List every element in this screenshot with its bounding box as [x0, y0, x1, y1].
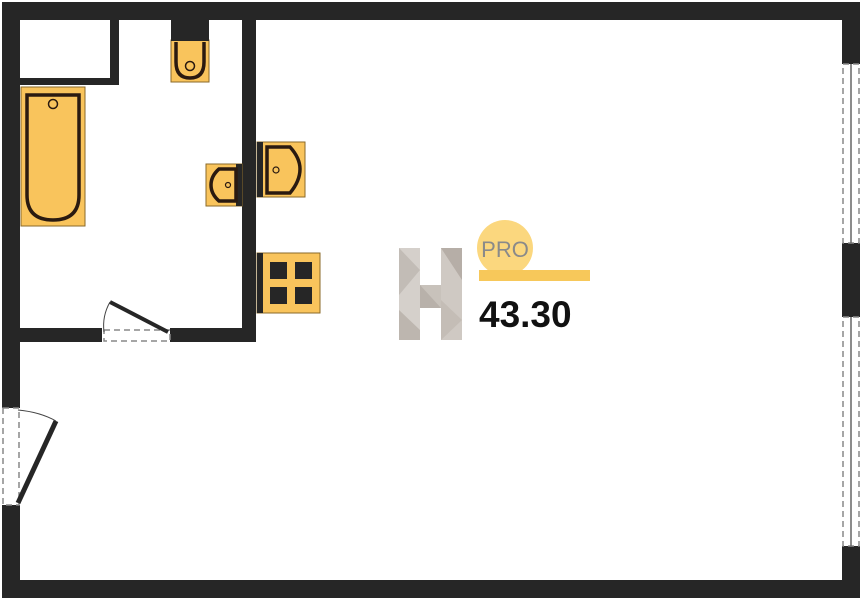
bathtub — [20, 86, 86, 227]
window-top — [842, 63, 860, 244]
pro-badge: PRO — [477, 220, 590, 281]
stove — [256, 252, 321, 314]
window-bottom — [842, 316, 860, 547]
bathroom-sink — [205, 163, 243, 207]
area-label: 43.30 — [479, 294, 572, 335]
pro-badge-text: PRO — [481, 237, 529, 262]
logo-h-icon — [399, 248, 462, 340]
toilet — [170, 20, 210, 83]
bathroom-door — [103, 300, 171, 342]
kitchen-sink — [256, 141, 306, 198]
entrance-door — [2, 407, 59, 506]
interior-walls — [20, 20, 256, 342]
